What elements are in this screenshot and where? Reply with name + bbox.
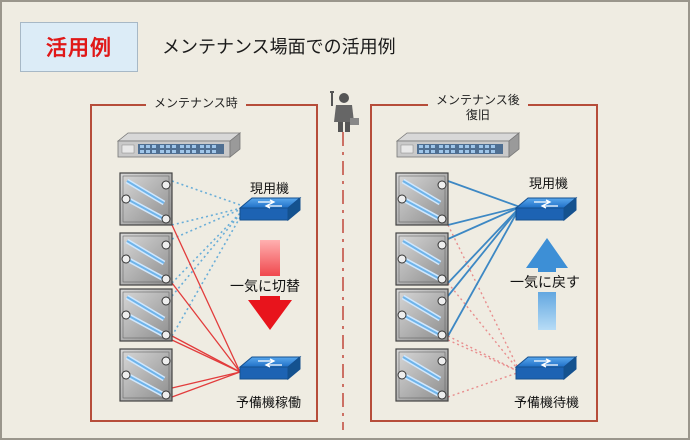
right-server-3 <box>396 289 448 341</box>
right-panel-title: メンテナンス後 復旧 <box>428 93 528 123</box>
left-server-4 <box>120 349 172 401</box>
right-servers <box>396 173 448 401</box>
left-server-2 <box>120 233 172 285</box>
left-server-3 <box>120 289 172 341</box>
right-panel-title-line2: 復旧 <box>465 108 490 122</box>
right-panel-title-line1: メンテナンス後 <box>436 93 520 107</box>
right-rack-device <box>396 132 520 158</box>
right-active-switch <box>515 197 577 221</box>
right-standby-links <box>447 224 521 398</box>
left-backup-switch-label: 予備機稼働 <box>236 396 302 411</box>
left-servers <box>120 173 172 401</box>
left-standby-links <box>171 180 247 337</box>
right-server-1 <box>396 173 448 225</box>
right-active-switch-label: 現用機 <box>529 177 569 192</box>
right-active-links <box>447 180 521 337</box>
left-backup-switch <box>239 356 301 380</box>
left-server-1 <box>120 173 172 225</box>
right-server-2 <box>396 233 448 285</box>
right-backup-switch <box>515 356 577 380</box>
left-arrow-label: 一気に切替 <box>228 276 302 296</box>
left-active-switch-label: 現用機 <box>250 182 290 197</box>
left-rack-device <box>117 132 241 158</box>
example-badge: 活用例 <box>20 22 138 72</box>
left-active-switch <box>239 197 301 221</box>
left-active-links <box>171 224 241 398</box>
right-server-4 <box>396 349 448 401</box>
page-title: メンテナンス場面での活用例 <box>162 37 396 58</box>
left-panel-title: メンテナンス時 <box>146 96 246 111</box>
right-arrow-label: 一気に戻す <box>508 272 582 292</box>
right-backup-switch-label: 予備機待機 <box>514 396 580 411</box>
badge-label: 活用例 <box>46 36 112 60</box>
maintenance-worker-icon <box>330 91 359 132</box>
